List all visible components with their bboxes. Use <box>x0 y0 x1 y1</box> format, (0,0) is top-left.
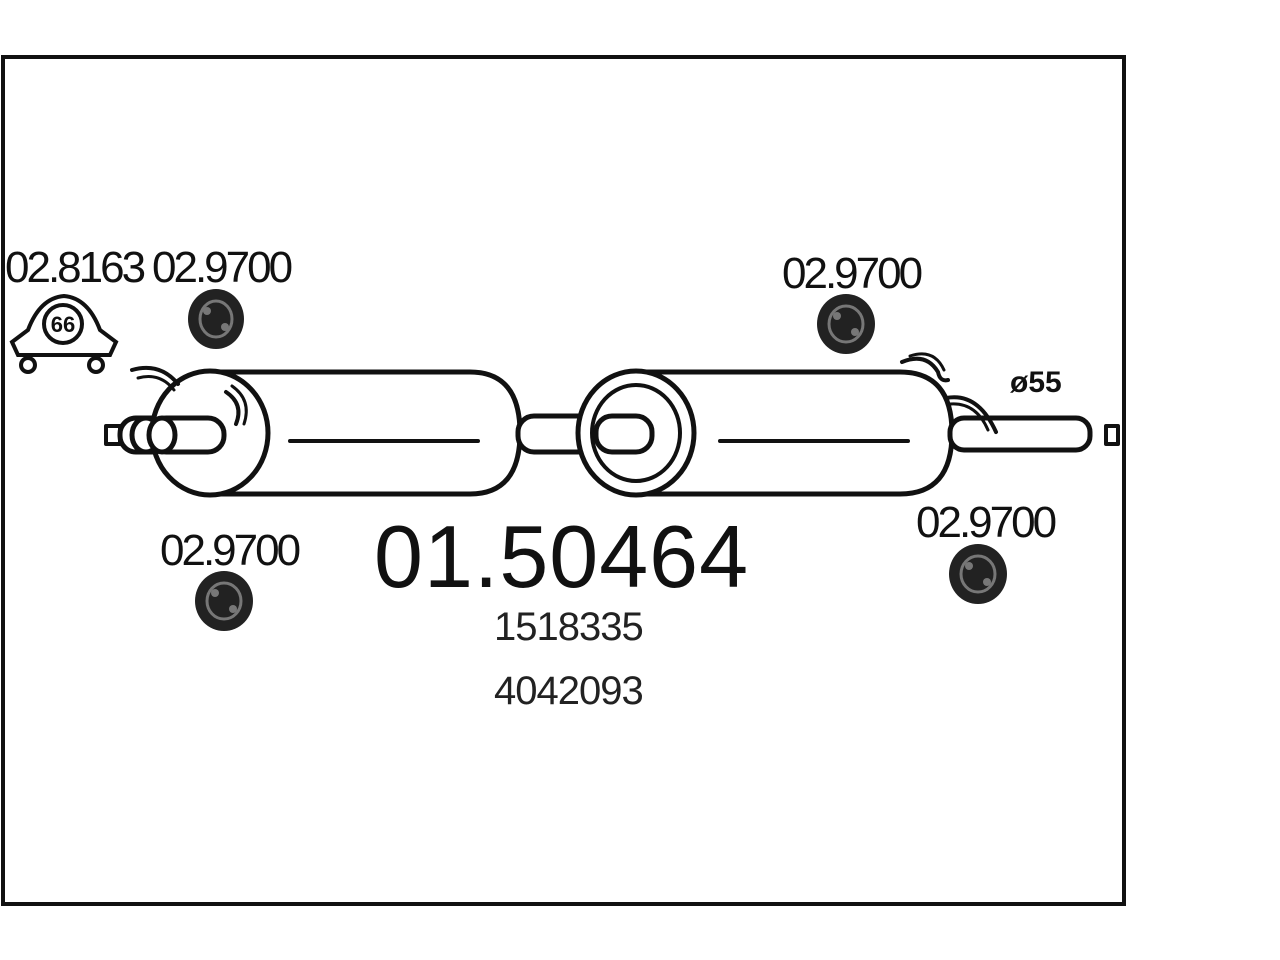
rubber-hanger-icon <box>188 289 244 349</box>
frame-border <box>1 55 1126 906</box>
hanger-1-part-number: 02.9700 <box>152 243 292 292</box>
hanger-4-part-number: 02.9700 <box>916 498 1056 547</box>
rubber-hanger-icon <box>949 544 1007 604</box>
exhaust-assembly <box>104 352 1120 498</box>
pipe-diameter-label: ø55 <box>1010 366 1062 399</box>
main-part-number: 01.50464 <box>374 507 749 606</box>
clamp-badge: 66 <box>51 312 75 337</box>
rubber-hanger-icon <box>817 294 875 354</box>
exhaust-clamp-icon: 66 <box>9 293 119 374</box>
hanger-3-part-number: 02.9700 <box>782 249 922 298</box>
front-muffler <box>130 365 523 498</box>
oem-number-1: 1518335 <box>494 605 643 649</box>
oem-number-2: 4042093 <box>494 669 643 713</box>
hanger-2-part-number: 02.9700 <box>160 526 300 575</box>
rear-muffler <box>575 368 955 498</box>
rubber-hanger-icon <box>195 571 253 631</box>
tail-pipe <box>900 352 1120 453</box>
clamp-part-number: 02.8163 <box>5 243 145 292</box>
